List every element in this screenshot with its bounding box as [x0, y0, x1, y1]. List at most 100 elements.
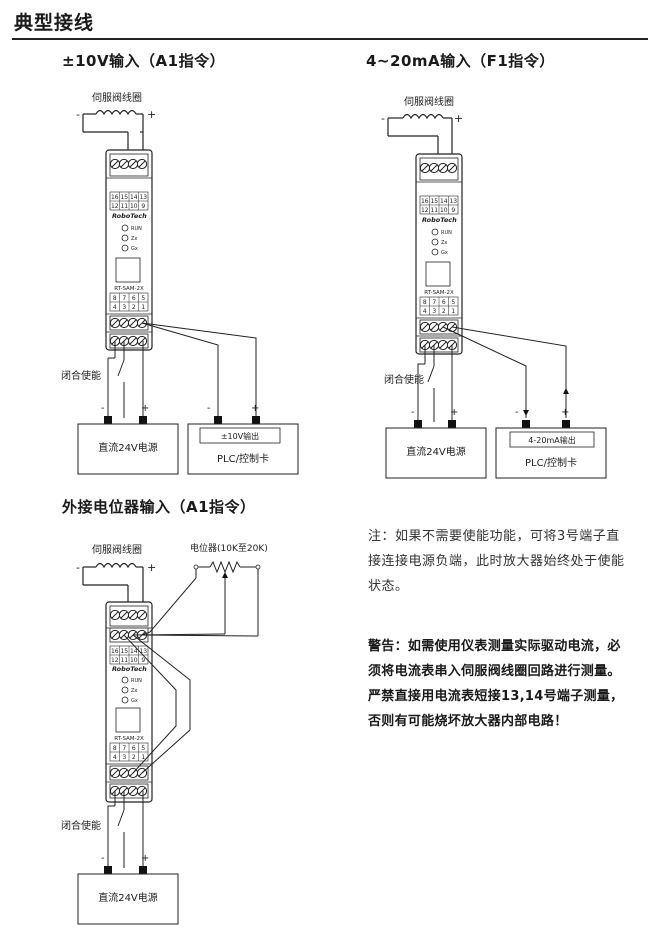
output-label-voltage: ±10V输出 [221, 431, 259, 441]
svg-text:11: 11 [120, 203, 128, 210]
svg-text:PLC/控制卡: PLC/控制卡 [525, 456, 577, 469]
svg-text:Zx: Zx [441, 240, 447, 246]
svg-text:RoboTech: RoboTech [112, 665, 147, 673]
svg-text:9: 9 [141, 203, 145, 210]
svg-text:1: 1 [141, 304, 145, 311]
svg-text:13: 13 [139, 194, 147, 201]
svg-text:5: 5 [451, 299, 455, 306]
svg-text:9: 9 [451, 207, 455, 214]
svg-text:11: 11 [120, 657, 128, 664]
svg-text:6: 6 [132, 745, 136, 752]
svg-text:-: - [411, 407, 415, 418]
svg-text:直流24V电源: 直流24V电源 [98, 891, 158, 904]
coil-icon [95, 562, 137, 568]
svg-text:14: 14 [130, 194, 138, 201]
svg-text:-: - [515, 407, 519, 418]
coil-label: 伺服阀线圈 [92, 91, 142, 104]
svg-text:15: 15 [430, 198, 438, 205]
note-text: 注：如果不需要使能功能，可将3号端子直接连接电源负端，此时放大器始终处于使能状态… [368, 529, 625, 594]
adjust-window [115, 257, 141, 283]
svg-text:RT-SAM-2X: RT-SAM-2X [114, 736, 144, 742]
svg-text:RUN: RUN [131, 226, 142, 232]
svg-text:6: 6 [442, 299, 446, 306]
led-gx [121, 244, 129, 252]
svg-text:9: 9 [141, 657, 145, 664]
svg-text:11: 11 [430, 207, 438, 214]
svg-text:+: + [147, 561, 156, 574]
svg-text:3: 3 [122, 304, 126, 311]
svg-text:直流24V电源: 直流24V电源 [406, 445, 466, 458]
svg-text:-: - [76, 561, 80, 574]
svg-text:10: 10 [440, 207, 448, 214]
svg-text:+: + [141, 403, 149, 414]
svg-text:12: 12 [421, 207, 429, 214]
svg-text:+: + [141, 853, 149, 864]
resistor-icon [209, 560, 241, 574]
diagram-potentiometer-input: 伺服阀线圈 - + 电位器(10K至20K) [61, 542, 268, 925]
svg-text:12: 12 [111, 657, 119, 664]
svg-text:3: 3 [432, 308, 436, 315]
svg-text:2: 2 [442, 308, 446, 315]
svg-text:Gx: Gx [131, 698, 138, 704]
psu-box [385, 427, 487, 479]
svg-text:13: 13 [139, 648, 147, 655]
brand-logo: RoboTech [112, 212, 147, 220]
svg-text:-: - [207, 403, 211, 414]
svg-text:16: 16 [111, 194, 119, 201]
section-title-voltage: ±10V输入（A1指令） [62, 52, 226, 70]
svg-text:闭合使能: 闭合使能 [384, 373, 424, 386]
page-title: 典型接线 [14, 12, 95, 34]
svg-text:伺服阀线圈: 伺服阀线圈 [404, 95, 454, 108]
svg-text:伺服阀线圈: 伺服阀线圈 [92, 543, 142, 556]
svg-text:+: + [251, 403, 259, 414]
svg-text:10: 10 [130, 657, 138, 664]
psu-box [77, 873, 179, 925]
svg-text:7: 7 [122, 295, 126, 302]
svg-text:16: 16 [421, 198, 429, 205]
plc-label: PLC/控制卡 [217, 452, 269, 465]
section-title-potentiometer: 外接电位器输入（A1指令） [62, 498, 256, 516]
svg-text:12: 12 [111, 203, 119, 210]
svg-text:2: 2 [132, 304, 136, 311]
led-zx [121, 234, 129, 242]
svg-text:14: 14 [130, 648, 138, 655]
svg-text:4: 4 [113, 304, 117, 311]
svg-text:+: + [450, 407, 458, 418]
svg-text:15: 15 [120, 194, 128, 201]
svg-text:-: - [381, 112, 385, 125]
svg-text:4: 4 [423, 308, 427, 315]
model-label: RT-SAM-2X [114, 286, 144, 292]
svg-text:14: 14 [440, 198, 448, 205]
svg-text:+: + [454, 112, 463, 125]
svg-text:16: 16 [111, 648, 119, 655]
svg-text:7: 7 [432, 299, 436, 306]
coil-plus: + [147, 108, 156, 121]
svg-text:Gx: Gx [131, 246, 138, 252]
svg-text:15: 15 [120, 648, 128, 655]
svg-text:闭合使能: 闭合使能 [61, 819, 101, 832]
svg-text:Zx: Zx [131, 236, 137, 242]
enable-label: 闭合使能 [61, 369, 101, 382]
psu-label: 直流24V电源 [98, 441, 158, 454]
svg-text:+: + [561, 407, 569, 418]
svg-text:2: 2 [132, 754, 136, 761]
svg-text:8: 8 [423, 299, 427, 306]
warning-text: 警告：如需使用仪表测量实际驱动电流，必须将电流表串入伺服阀线圈回路进行测量。严禁… [368, 639, 624, 729]
svg-text:7: 7 [122, 745, 126, 752]
svg-text:5: 5 [141, 295, 145, 302]
svg-text:6: 6 [132, 295, 136, 302]
svg-text:10: 10 [130, 203, 138, 210]
title-divider [12, 38, 648, 40]
coil-icon [95, 109, 137, 115]
section-title-current: 4~20mA输入（F1指令） [366, 52, 555, 70]
coil-minus: - [76, 108, 80, 121]
led-run [121, 224, 129, 232]
potentiometer-label: 电位器(10K至20K) [190, 542, 268, 554]
svg-text:Zx: Zx [131, 688, 137, 694]
svg-text:1: 1 [141, 754, 145, 761]
svg-text:RoboTech: RoboTech [422, 216, 457, 224]
